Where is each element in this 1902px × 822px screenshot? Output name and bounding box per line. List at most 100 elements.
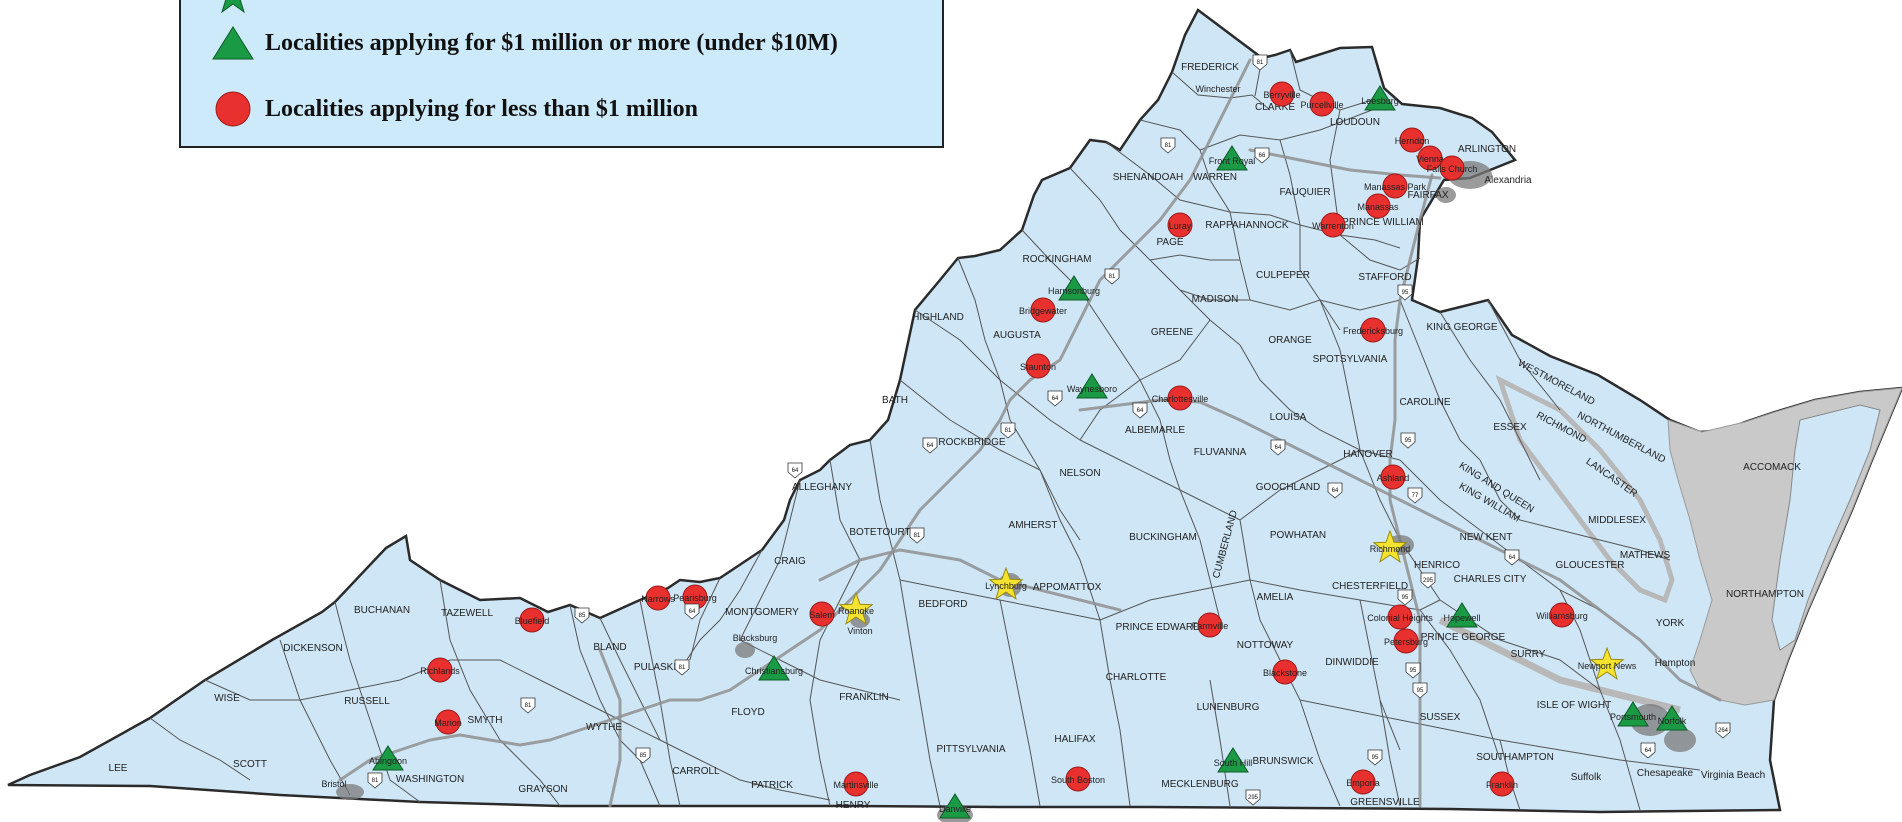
county-label-wise: WISE	[214, 693, 240, 704]
county-boundary	[599, 617, 661, 741]
county-boundary	[1599, 689, 1641, 811]
red-circle-marker	[1030, 297, 1056, 323]
county-boundary	[1239, 519, 1441, 611]
locality-south-boston: South Boston	[1051, 766, 1105, 792]
route-shield: 295	[1420, 572, 1436, 589]
green-triangle-marker	[1364, 85, 1396, 111]
county-boundary	[869, 439, 901, 581]
route-shield: 95	[1397, 284, 1413, 301]
svg-text:81: 81	[1165, 143, 1172, 149]
legend-label-circle: Localities applying for less than $1 mil…	[265, 95, 698, 122]
county-label-fauquier: FAUQUIER	[1279, 187, 1330, 198]
county-label-dickenson: DICKENSON	[283, 643, 342, 654]
county-label-isle-wight: ISLE OF WIGHT	[1537, 700, 1611, 711]
route-shields: 8181668195646464956464816481779529564856…	[367, 54, 1731, 806]
highway	[1248, 148, 1442, 180]
county-label-appomattox: APPOMATTOX	[1033, 582, 1102, 593]
svg-text:264: 264	[1718, 728, 1729, 734]
county-label-southampton: SOUTHAMPTON	[1476, 752, 1554, 763]
county-label-pulaski: PULASKI	[634, 662, 676, 673]
route-shield: 64	[787, 462, 803, 479]
county-label-pittsylvania: PITTSYLVANIA	[936, 744, 1005, 755]
red-circle-marker	[519, 607, 545, 633]
county-boundary	[1279, 139, 1301, 226]
locality-newport-news: Newport News	[1578, 646, 1637, 680]
red-circle-icon	[211, 89, 255, 129]
svg-text:64: 64	[689, 609, 696, 615]
county-label-frederick: FREDERICK	[1181, 62, 1239, 73]
locality-winchester: Winchester	[1195, 84, 1240, 94]
county-boundary	[1079, 439, 1241, 521]
county-boundary	[1299, 225, 1341, 331]
county-boundary	[439, 579, 561, 807]
water-layer	[1438, 375, 1902, 714]
svg-text:81: 81	[525, 703, 532, 709]
red-circle-marker	[435, 709, 461, 735]
county-label-russell: RUSSELL	[344, 696, 390, 707]
county-label-goochland: GOOCHLAND	[1256, 482, 1320, 493]
state-layer	[7, 8, 1902, 814]
county-label-pr-william: PRINCE WILLIAM	[1342, 217, 1424, 228]
locality-label: Norfolk	[1658, 716, 1687, 726]
county-label-accomack: ACCOMACK	[1743, 462, 1801, 473]
county-label-grayson: GRAYSON	[518, 784, 567, 795]
locality-manassas: Manassas	[1357, 193, 1399, 219]
county-label-sussex: SUSSEX	[1420, 712, 1461, 723]
county-boundary	[1399, 459, 1601, 611]
locality-label: Franklin	[1486, 780, 1518, 790]
locality-herndon: Herndon	[1395, 127, 1430, 153]
locality-label: Emporia	[1346, 778, 1380, 788]
locality-abingdon: Abingdon	[369, 745, 407, 771]
route-shield: 81	[1252, 54, 1268, 71]
locality-label: Farmville	[1192, 621, 1229, 631]
locality-farmville: Farmville	[1192, 612, 1229, 638]
county-label-augusta: AUGUSTA	[993, 330, 1041, 341]
county-label-alleghany: ALLEGHANY	[792, 482, 852, 493]
locality-label: Blacksburg	[733, 633, 778, 643]
county-boundary	[1319, 299, 1361, 451]
county-label-scott: SCOTT	[233, 759, 267, 770]
legend-row-triangle: Localities applying for $1 million or mo…	[211, 23, 838, 63]
locality-label: Hopewell	[1443, 613, 1480, 623]
county-label-northampton: NORTHAMPTON	[1726, 589, 1804, 600]
county-label-craig: CRAIG	[774, 556, 806, 567]
yellow-star-marker	[988, 566, 1024, 600]
county-boundary	[1149, 254, 1240, 261]
locality-label: Front Royal	[1209, 156, 1256, 166]
county-boundary	[739, 639, 901, 701]
urban-area	[735, 642, 755, 658]
route-shield: 95	[1412, 682, 1428, 699]
county-label-bedford: BEDFORD	[919, 599, 968, 610]
yellow-star-marker	[1372, 529, 1408, 563]
locality-label: Herndon	[1395, 136, 1430, 146]
green-triangle-marker	[1216, 145, 1248, 171]
county-label-amherst: AMHERST	[1009, 520, 1058, 531]
county-boundary	[279, 639, 351, 796]
county-label-chesapeake: Chesapeake	[1637, 768, 1694, 779]
locality-label: Vinton	[847, 626, 872, 636]
county-label-carroll: CARROLL	[672, 766, 720, 777]
star-icon	[211, 0, 255, 16]
locality-label: Marion	[434, 718, 462, 728]
rappahannock-river	[1495, 375, 1675, 604]
locality-label: South Hill	[1214, 758, 1253, 768]
county-label-buchanan: BUCHANAN	[354, 605, 410, 616]
route-shield: 64	[1640, 742, 1656, 759]
svg-text:95: 95	[1402, 290, 1409, 296]
eastern-shore	[1771, 404, 1881, 651]
county-boundary	[899, 379, 1041, 471]
county-label-nelson: NELSON	[1059, 468, 1100, 479]
red-circle-marker	[1025, 353, 1051, 379]
county-boundary	[149, 717, 251, 781]
red-circle-marker	[1365, 193, 1391, 219]
locality-leesburg: Leesburg	[1361, 85, 1399, 111]
red-circle-marker	[1350, 769, 1376, 795]
county-label-virginia-beach: Virginia Beach	[1701, 770, 1765, 781]
locality-label: Winchester	[1195, 84, 1240, 94]
county-label-orange: ORANGE	[1268, 335, 1312, 346]
route-shield: 64	[1132, 402, 1148, 419]
red-circle-marker	[809, 601, 835, 627]
locality-bridgewater: Bridgewater	[1019, 297, 1067, 323]
county-label-stafford: STAFFORD	[1358, 272, 1411, 283]
svg-text:95: 95	[1372, 755, 1379, 761]
